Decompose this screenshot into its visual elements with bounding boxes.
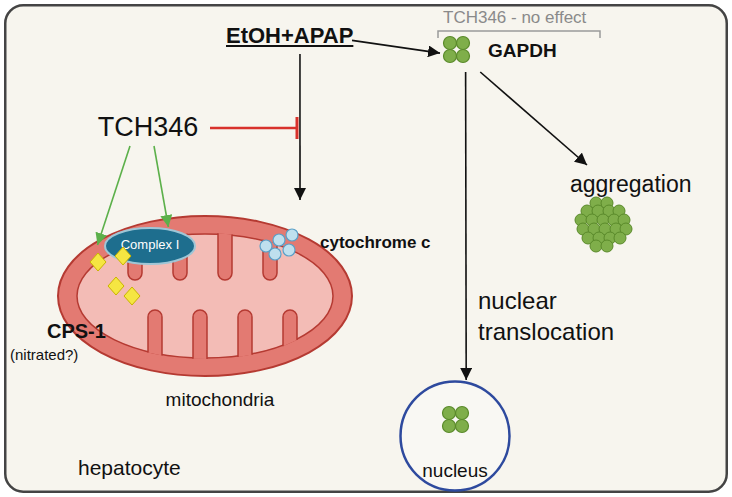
treatment-label: EtOH+APAP (226, 20, 352, 54)
organelle-ellipse: mitochondriaComplex I (55, 213, 355, 413)
edge-label: nuclear translocation (478, 285, 648, 347)
crista-edge (283, 310, 297, 346)
crista-fill (283, 310, 297, 346)
node-text: mitochondria (70, 389, 370, 411)
aggregate-node: aggregation (566, 165, 706, 255)
crista-fill (238, 310, 252, 357)
crista-edge (218, 233, 232, 280)
outer-membrane (58, 216, 352, 376)
nuclear-envelope: nucleus (399, 380, 511, 492)
complex-ellipse: Complex I (104, 227, 196, 265)
node-text: nucleus (399, 460, 511, 482)
crista-edge (238, 310, 252, 357)
node-text: Complex I (104, 238, 196, 253)
complex-body (105, 228, 195, 264)
node-text: CPS-1 (47, 320, 106, 343)
crista-fill (193, 310, 207, 359)
shape-outline (55, 213, 355, 413)
released-protein-node: cytochrome c (255, 200, 425, 260)
arrow-connector (465, 72, 467, 380)
enzyme-marker-node: CPS-1 (nitrated?) (10, 245, 135, 370)
arrow-connector (98, 146, 131, 245)
node-text: TCH346 (88, 112, 208, 143)
node-text: EtOH+APAP (226, 23, 352, 48)
arrow-connector (352, 40, 440, 53)
node-text: aggregation (570, 171, 692, 197)
node-text: (nitrated?) (10, 346, 78, 363)
node-text: GAPDH (488, 40, 557, 62)
crista-fill (148, 310, 162, 355)
crista-edge (263, 240, 277, 280)
crista-edge (148, 310, 162, 355)
crista-fill (218, 233, 232, 280)
enzyme-node: GAPDH (440, 30, 562, 72)
crista-fill (263, 240, 277, 280)
crista-edge (193, 310, 207, 359)
arrow-connector (154, 146, 168, 227)
annotation-label: TCH346 - no effect (443, 8, 586, 28)
cell-membrane (5, 5, 727, 492)
node-text: cytochrome c (320, 233, 431, 253)
arrow-connector (299, 54, 301, 200)
cell-outline: hepatocyte EtOH+APAP GAPDH TCH346 mitochondr… (4, 4, 728, 493)
node-text: hepatocyte (78, 456, 181, 480)
drug-label: TCH346 (88, 110, 208, 146)
arrow-connector (480, 72, 587, 165)
